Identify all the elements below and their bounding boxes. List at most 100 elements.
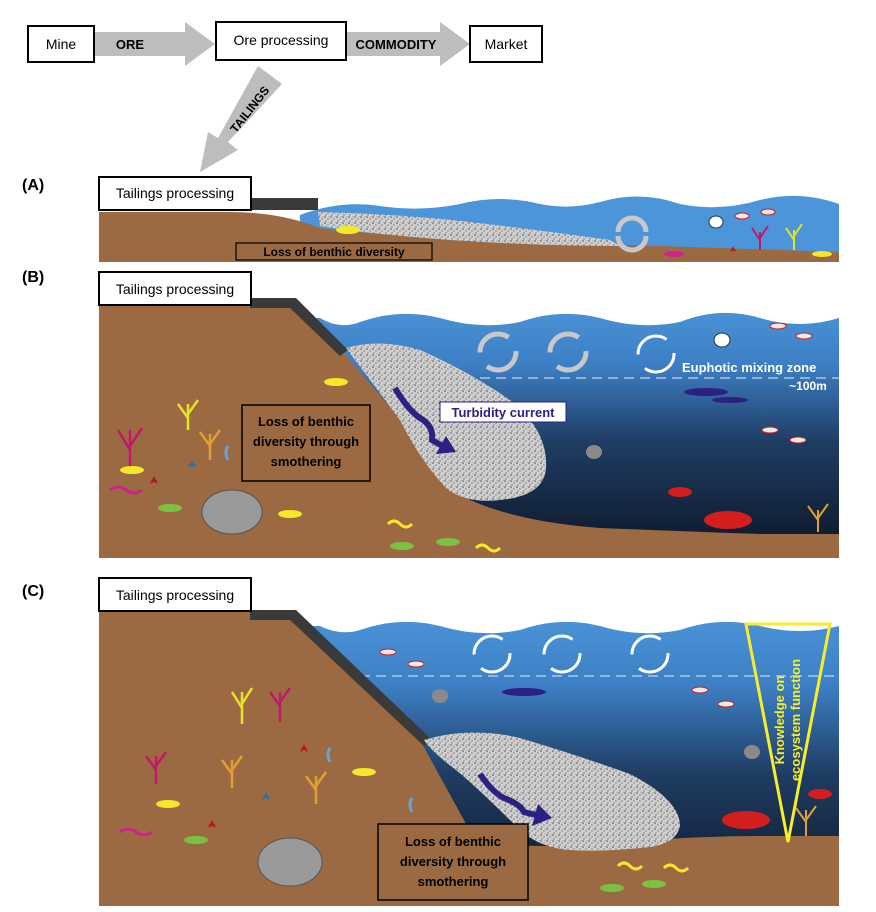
panel-c-blue-worm-icon-2: [326, 747, 332, 763]
panel-c-coral-icon-6: [304, 771, 328, 804]
panel-c-fish-icon: [379, 648, 397, 656]
panel-c-turbidity-arrow: [477, 772, 541, 819]
panel-c-fish-icon-3: [691, 686, 709, 694]
panel-c-knowledge-line-1: Knowledge on: [772, 676, 787, 765]
panel-a-coral-icon: [751, 225, 769, 250]
panel-a-worm-icon: [664, 251, 684, 257]
panel-b-fish-icon-2: [795, 332, 813, 340]
panel-a-tailings-box-label: Tailings processing: [116, 185, 234, 201]
panel-b-coral-icon-4: [198, 429, 222, 460]
panel-b-loss-line-1: Loss of benthic: [258, 414, 354, 429]
panel-c-knowledge-line-2: ecosystem function: [788, 659, 803, 781]
panel-b-shrimp-icon-3: [278, 510, 302, 518]
panel-c-starfish-icon: [262, 792, 270, 800]
panel-c-knowledge-text: Knowledge on ecosystem function: [772, 659, 803, 781]
panel-b-starfish-icon-2: [188, 460, 196, 468]
panel-a-shrimp-icon: [336, 226, 360, 234]
panel-b: (B) Tailings processing Loss of benthic …: [22, 269, 839, 558]
panel-c-fish-icon-4: [717, 700, 735, 708]
mine-box: [27, 25, 95, 63]
panel-c-mixing-swirls: [472, 634, 670, 674]
panel-b-letter: (B): [22, 269, 44, 286]
panel-b-loss-line-2: diversity through: [253, 434, 359, 449]
ore-arrow: [94, 22, 215, 66]
panel-b-starfish-icon: [150, 476, 158, 484]
panel-c-starfish-icon-3: [208, 820, 216, 828]
panel-b-green-worm-icon-2: [390, 542, 414, 550]
panel-c-worm-icon: [119, 827, 153, 837]
panel-c-coral-icon: [795, 805, 817, 836]
panel-c-turbidity-arrow-head: [532, 804, 552, 826]
panel-b-green-worm-icon: [158, 504, 182, 512]
panel-a-letter: (A): [22, 177, 44, 194]
panel-c-swirl-icon-3: [630, 634, 670, 674]
panel-c-coral-icon-4: [144, 751, 168, 784]
panel-b-turbidity-arrow-head: [436, 436, 456, 454]
panel-b-loss-line-3: smothering: [271, 454, 342, 469]
panel-b-turbidity-label: Turbidity current: [451, 405, 555, 420]
panel-a-jellyfish-icon: [708, 215, 724, 229]
panel-a-fish-icon-2: [760, 208, 776, 216]
tailings-arrow: [200, 66, 282, 172]
panel-a-swirl-icon: [615, 215, 649, 233]
panel-c-letter: (C): [22, 583, 44, 600]
panel-b-mixing-swirls: [477, 331, 676, 374]
panel-b-loss-box: [241, 404, 371, 482]
panel-c-swirl-icon-2: [542, 634, 582, 674]
panel-c-green-worm-icon-2: [600, 884, 624, 892]
panel-c-pipe: [250, 610, 432, 746]
panel-c-shrimp-icon: [156, 800, 180, 808]
panel-a-shrimp-icon-2: [812, 251, 832, 257]
panel-b-green-worm-icon-3: [436, 538, 460, 546]
panel-a: (A) Tailings processing Loss of benthic …: [22, 176, 839, 262]
panel-c-loss-box: [377, 823, 529, 901]
panel-a-fish-icon: [734, 212, 750, 220]
panel-a-coral-icon-2: [785, 223, 803, 250]
panel-b-tailings-box: [98, 271, 252, 306]
panel-b-swirl-icon: [477, 331, 519, 373]
panel-c-worm-icon-2: [616, 861, 644, 871]
panel-a-pipe: [250, 198, 318, 210]
panel-c-loss-line-3: smothering: [418, 874, 489, 889]
panel-b-coral-icon-3: [176, 399, 200, 430]
panel-c-tailings-plume: [424, 732, 680, 851]
panel-a-loss-box: [235, 242, 433, 261]
panel-a-tailings-plume: [318, 212, 620, 246]
panel-c-seabed: [99, 612, 839, 906]
panel-a-tailings-box: [98, 176, 252, 211]
panel-b-seabed: [99, 300, 839, 558]
panel-b-blue-worm-icon: [224, 445, 230, 461]
panel-c-octopus-icon: [257, 837, 323, 887]
panel-c-squid-icon: [502, 688, 546, 696]
panel-c-tailings-box: [98, 577, 252, 612]
panel-c-red-fish-icon: [722, 811, 770, 829]
panel-c: (C) Tailings processing Loss of benthic …: [22, 577, 839, 906]
panel-b-worm-icon-3: [474, 543, 502, 553]
panel-c-loss-line-2: diversity through: [400, 854, 506, 869]
panel-c-green-worm-icon: [184, 836, 208, 844]
panel-c-coral-icon-2: [230, 687, 254, 724]
market-label: Market: [485, 36, 528, 52]
panel-c-blue-worm-icon: [408, 797, 414, 813]
panel-b-worm-icon-2: [386, 519, 414, 529]
panel-c-coral-icon-5: [220, 755, 244, 788]
panel-a-loss-label: Loss of benthic diversity: [263, 245, 405, 259]
panel-c-tailings-box-label: Tailings processing: [116, 587, 234, 603]
ore-processing-box: [215, 21, 347, 61]
panel-a-starfish-icon: [730, 246, 736, 252]
panel-b-worm-icon: [109, 485, 143, 495]
panel-c-coral-icon-3: [268, 687, 292, 722]
panel-b-shrimp-icon-2: [120, 466, 144, 474]
panel-b-red-fish-icon: [704, 511, 752, 529]
panel-b-squid-icon-2: [712, 397, 748, 403]
panel-b-jellyfish-icon: [713, 332, 731, 348]
panel-c-shrimp-icon-2: [352, 768, 376, 776]
panel-c-starfish-icon-2: [300, 744, 308, 752]
panel-c-fish-icon-2: [407, 660, 425, 668]
mine-label: Mine: [46, 36, 77, 52]
panel-b-jellyfish-icon-2: [586, 445, 602, 459]
panel-c-green-worm-icon-3: [642, 880, 666, 888]
panel-b-coral-icon-2: [116, 427, 144, 470]
panel-c-jellyfish-icon: [432, 689, 448, 703]
panel-b-red-fish-icon-2: [668, 487, 692, 497]
